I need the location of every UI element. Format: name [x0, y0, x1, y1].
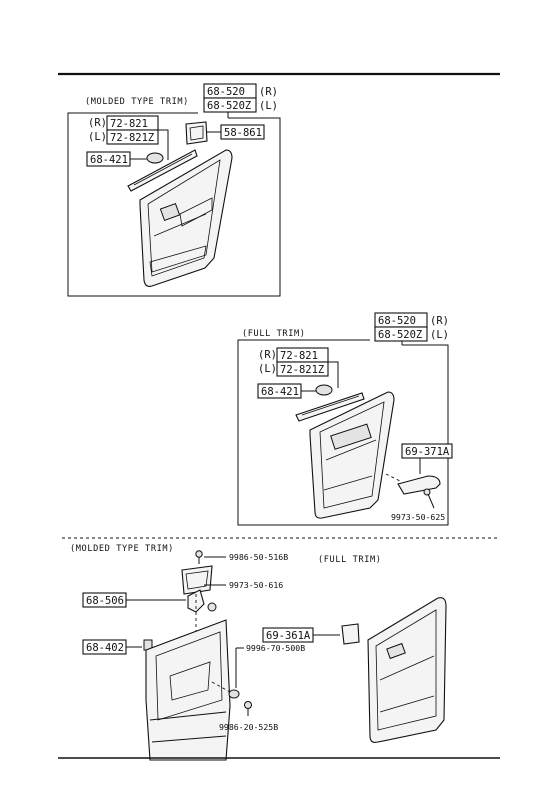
part2-screw-label: 9973-50-625 — [391, 512, 445, 522]
door2-crease — [325, 439, 377, 461]
door4-handle-recess — [386, 642, 406, 660]
screw2-shaft — [427, 493, 435, 509]
part2-69-371a-box[interactable] — [401, 443, 453, 459]
part2-68-520z-label: 68-520Z — [378, 329, 422, 341]
door4-panel-inner — [375, 609, 437, 731]
door4-panel — [367, 597, 447, 743]
armrest-part — [397, 475, 441, 495]
screw-bottom-head — [244, 701, 252, 709]
part3-68-506-label: 68-506 — [86, 595, 124, 607]
screw-mid-label: 9973-50-616 — [229, 580, 283, 590]
part2-69-371a-label: 69-371A — [405, 446, 450, 458]
part2-68-421-label: 68-421 — [261, 386, 299, 398]
part-58-861-label: 58-861 — [224, 127, 262, 139]
screw-bottom-label: 9986-20-525B — [219, 722, 278, 732]
part-68-520z-label: 68-520Z — [207, 100, 251, 112]
section3-caption-right: (FULL TRIM) — [318, 555, 382, 565]
part-68-421-label: 68-421 — [90, 154, 128, 166]
part2-68-520z-box[interactable] — [374, 326, 428, 342]
trim2-strip-line — [301, 395, 360, 416]
door-panel — [139, 149, 233, 287]
screw-top-head — [195, 550, 203, 558]
door3-crease2 — [151, 735, 227, 743]
door3-recess — [169, 661, 211, 701]
part2-72-821-label: 72-821 — [280, 350, 318, 362]
door-handle — [159, 202, 181, 222]
part3-69-361a-label: 69-361A — [266, 630, 311, 642]
pocket-part — [185, 121, 208, 145]
strip-side-r: (R) — [88, 117, 107, 129]
door-pocket-line — [149, 245, 207, 277]
door-crease — [153, 213, 207, 237]
part2-72-821z-label: 72-821Z — [280, 364, 324, 376]
screw-mid-head — [207, 602, 217, 612]
part-72-821z-label: 72-821Z — [110, 132, 154, 144]
pocket-inner — [189, 125, 204, 141]
cap-label: 9996-70-500B — [246, 643, 305, 653]
cap-part — [228, 689, 240, 699]
section-molded-trim: (MOLDED TYPE TRIM) 68-520 68-520Z (R) (L… — [67, 83, 281, 297]
handle-cup-inner — [185, 570, 209, 590]
clip2-part — [315, 384, 333, 396]
section2-caption: (FULL TRIM) — [242, 329, 306, 339]
door4-crease — [379, 655, 435, 681]
part-68-520z-box[interactable] — [203, 97, 257, 113]
part2-72-821z-box[interactable] — [276, 361, 329, 377]
door3-panel — [145, 619, 231, 761]
side2-l-label: (L) — [430, 329, 449, 341]
handle-cup — [181, 565, 213, 595]
strip2-side-l: (L) — [258, 363, 277, 375]
part2-68-520-label: 68-520 — [378, 315, 416, 327]
door2-pocket-line — [323, 475, 373, 491]
door3-panel-inner — [155, 631, 223, 721]
door2-panel-inner — [319, 401, 385, 509]
door-armrest — [179, 197, 213, 227]
strip-side-l: (L) — [88, 131, 107, 143]
section1-frame — [67, 112, 281, 297]
strip-leader — [158, 129, 169, 160]
trim-strip-line — [133, 153, 193, 186]
part3-68-402-label: 68-402 — [86, 642, 124, 654]
side2-r-label: (R) — [430, 315, 449, 327]
strip2-leader — [328, 361, 339, 388]
section1-caption: (MOLDED TYPE TRIM) — [85, 97, 189, 107]
part-72-821-label: 72-821 — [110, 118, 148, 130]
door4-crease2 — [379, 695, 435, 713]
section-hardware: (MOLDED TYPE TRIM) (FULL TRIM) 9986-50-5… — [70, 544, 447, 761]
screw2-head — [423, 488, 431, 496]
part-72-821z-box[interactable] — [106, 129, 159, 145]
side-l-label: (L) — [259, 100, 278, 112]
armrest-dash — [385, 473, 403, 483]
section2-frame — [237, 339, 449, 526]
part-68-520-label: 68-520 — [207, 86, 245, 98]
strip2-side-r: (R) — [258, 349, 277, 361]
door-panel-inner — [147, 159, 221, 273]
grip-part — [341, 623, 360, 645]
section-full-trim: (FULL TRIM) 68-520 68-520Z (R) (L) (R) (… — [237, 312, 453, 526]
door2-handle-recess — [330, 423, 372, 450]
side-r-label: (R) — [259, 86, 278, 98]
clip-part — [146, 152, 164, 164]
screw-top-label: 9986-50-516B — [229, 552, 288, 562]
door3-crease — [149, 711, 227, 721]
section3-caption-left: (MOLDED TYPE TRIM) — [70, 544, 174, 554]
